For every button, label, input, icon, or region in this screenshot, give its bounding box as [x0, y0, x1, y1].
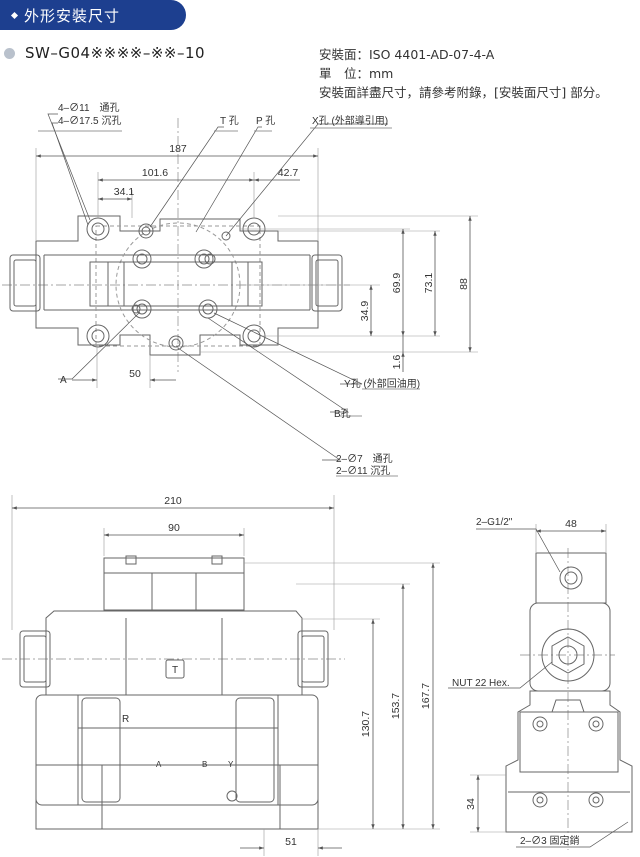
- callout-pin-counter: 2–∅11 沉孔: [336, 464, 390, 477]
- side-view: [470, 524, 633, 850]
- front-view: [2, 495, 440, 856]
- dim-88: 88: [458, 278, 470, 290]
- side-view-dimensions: [476, 529, 606, 832]
- top-view: [2, 118, 478, 388]
- dim-210: 210: [164, 495, 182, 507]
- callout-y-port: Y孔 (外部回油用): [344, 377, 420, 390]
- dim-34-9: 34.9: [359, 301, 371, 322]
- callout-a-port: A: [60, 375, 67, 386]
- unit-spec: 單 位：mm: [319, 66, 394, 81]
- top-view-callouts: 4–∅11 通孔 4–∅17.5 沉孔 T 孔 P 孔 X孔 (外部導引用) A…: [58, 102, 420, 477]
- callout-b-port: B孔: [334, 408, 351, 420]
- dim-101-6: 101.6: [142, 167, 168, 179]
- top-view-leaders: [38, 113, 420, 477]
- dim-153-7: 153.7: [390, 693, 402, 719]
- dim-130-7: 130.7: [360, 711, 372, 737]
- dim-73-1: 73.1: [423, 273, 435, 294]
- mark-y: Y: [228, 760, 234, 769]
- model-line: SW–G04※※※※–※※–10: [4, 44, 205, 62]
- mark-b: B: [202, 760, 207, 769]
- callout-p-port: P 孔: [256, 115, 275, 127]
- section-title: 外形安裝尺寸: [24, 6, 121, 25]
- mounting-spec: 安裝面：ISO 4401-AD-07-4-A: [319, 47, 495, 62]
- dim-1-6: 1.6: [391, 355, 403, 370]
- callout-bolt-through: 4–∅11 通孔: [58, 102, 120, 114]
- callout-t-port: T 孔: [220, 115, 239, 127]
- callout-pin-through: 2–∅7 通孔: [336, 453, 393, 465]
- mark-r: R: [122, 714, 129, 725]
- dim-42-7: 42.7: [278, 167, 299, 179]
- callout-x-port: X孔 (外部導引用): [312, 114, 388, 127]
- dim-69-9: 69.9: [391, 273, 403, 294]
- callout-nut: NUT 22 Hex.: [452, 678, 510, 689]
- section-header: 外形安裝尺寸: [0, 0, 186, 30]
- dim-167-7: 167.7: [420, 683, 432, 709]
- dim-34: 34: [465, 798, 477, 810]
- dim-90: 90: [168, 522, 180, 534]
- front-view-marks: T R A B Y: [122, 665, 234, 769]
- drawing-note: 安裝面詳盡尺寸，請參考附錄，[安裝面尺寸] 部分。: [319, 85, 608, 100]
- callout-gauge-port: 2–G1/2": [476, 517, 513, 528]
- dim-34-1: 34.1: [114, 186, 135, 198]
- dim-48: 48: [565, 518, 577, 530]
- side-view-labels: 48 34 2–G1/2" NUT 22 Hex. 2–∅3 固定銷: [452, 517, 579, 847]
- mark-t: T: [172, 665, 178, 676]
- front-view-dimensions: [12, 506, 435, 850]
- front-view-dimension-labels: 210 90 130.7 153.7 167.7 51: [164, 495, 432, 848]
- bullet-dot-icon: [4, 47, 15, 59]
- dim-51: 51: [285, 836, 297, 848]
- top-view-dimensions: [36, 154, 472, 382]
- top-view-dimension-labels: 187 101.6 34.1 42.7 50 34.9 69.9 73.1 88…: [114, 143, 470, 380]
- mark-a: A: [156, 760, 162, 769]
- model-code: SW–G04※※※※–※※–10: [25, 44, 206, 62]
- dim-50: 50: [129, 368, 141, 380]
- callout-bolt-counter: 4–∅17.5 沉孔: [58, 114, 121, 127]
- side-view-leaders: [448, 528, 629, 848]
- callout-dowel: 2–∅3 固定銷: [520, 834, 579, 847]
- dim-187: 187: [169, 143, 187, 155]
